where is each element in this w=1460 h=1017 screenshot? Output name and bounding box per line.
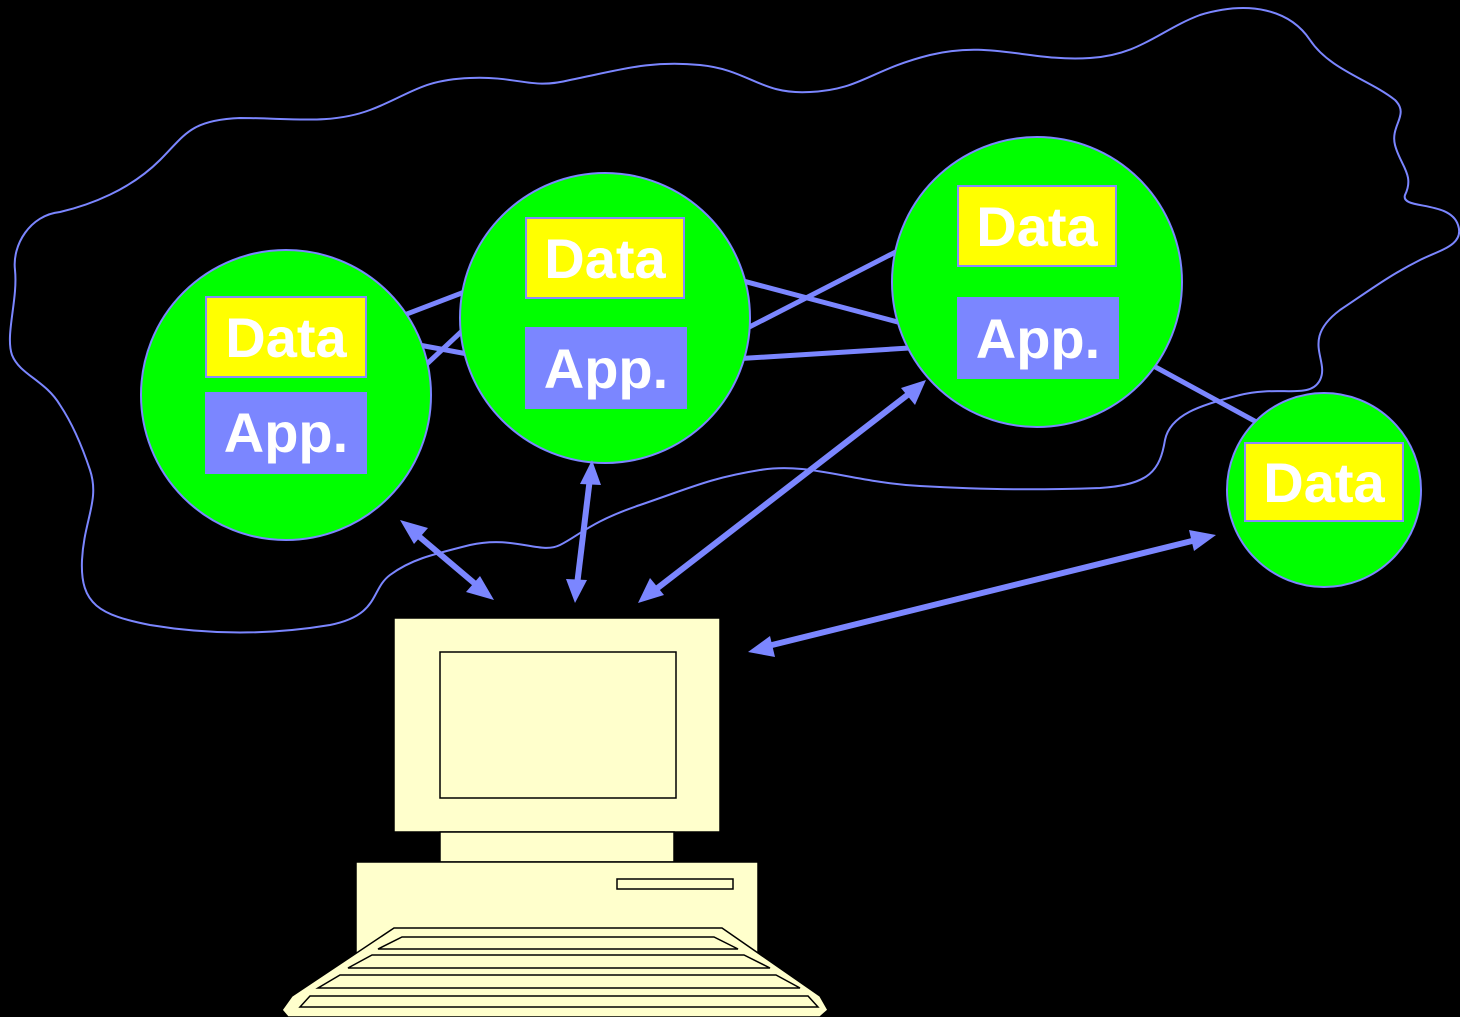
node-1: Data App. [140,249,432,541]
node-1-app-box [205,392,367,474]
node-3-circle [891,136,1183,428]
arrow-to-node-3 [638,380,926,603]
keyboard-key-row-1 [377,936,739,950]
arrow-to-node-2 [566,460,601,603]
node-2-data-label: Data [544,227,666,290]
arrow-to-node-4 [748,530,1216,657]
node-4-data-label: Data [1263,451,1385,514]
access-arrows [400,380,1216,657]
node-2-app-label: App. [544,337,668,400]
node-2-data-box [525,217,685,299]
monitor-screen [439,651,677,799]
keyboard-key-row-3 [315,974,801,989]
node-3: Data App. [891,136,1183,428]
monitor-stand [439,831,675,863]
node-3-data-label: Data [976,195,1098,258]
network-cloud [8,7,1460,634]
node-2-circle [459,172,751,464]
node-2: Data App. [459,172,751,464]
node-1-data-label: Data [225,306,347,369]
drive-slot [616,878,734,890]
keyboard-key-row-4 [298,995,820,1008]
node-3-app-label: App. [976,307,1100,370]
node-4: Data [1226,392,1422,588]
computer [281,617,829,1017]
arrow-to-node-1 [400,520,494,600]
node-3-app-box [957,297,1119,379]
keyboard-key-row-2 [347,954,771,969]
node-3-data-box [957,185,1117,267]
node-1-data-box [205,296,367,378]
keyboard [281,927,829,1017]
node-1-app-label: App. [224,401,348,464]
node-2-app-box [525,327,687,409]
node-4-data-box [1244,442,1404,522]
